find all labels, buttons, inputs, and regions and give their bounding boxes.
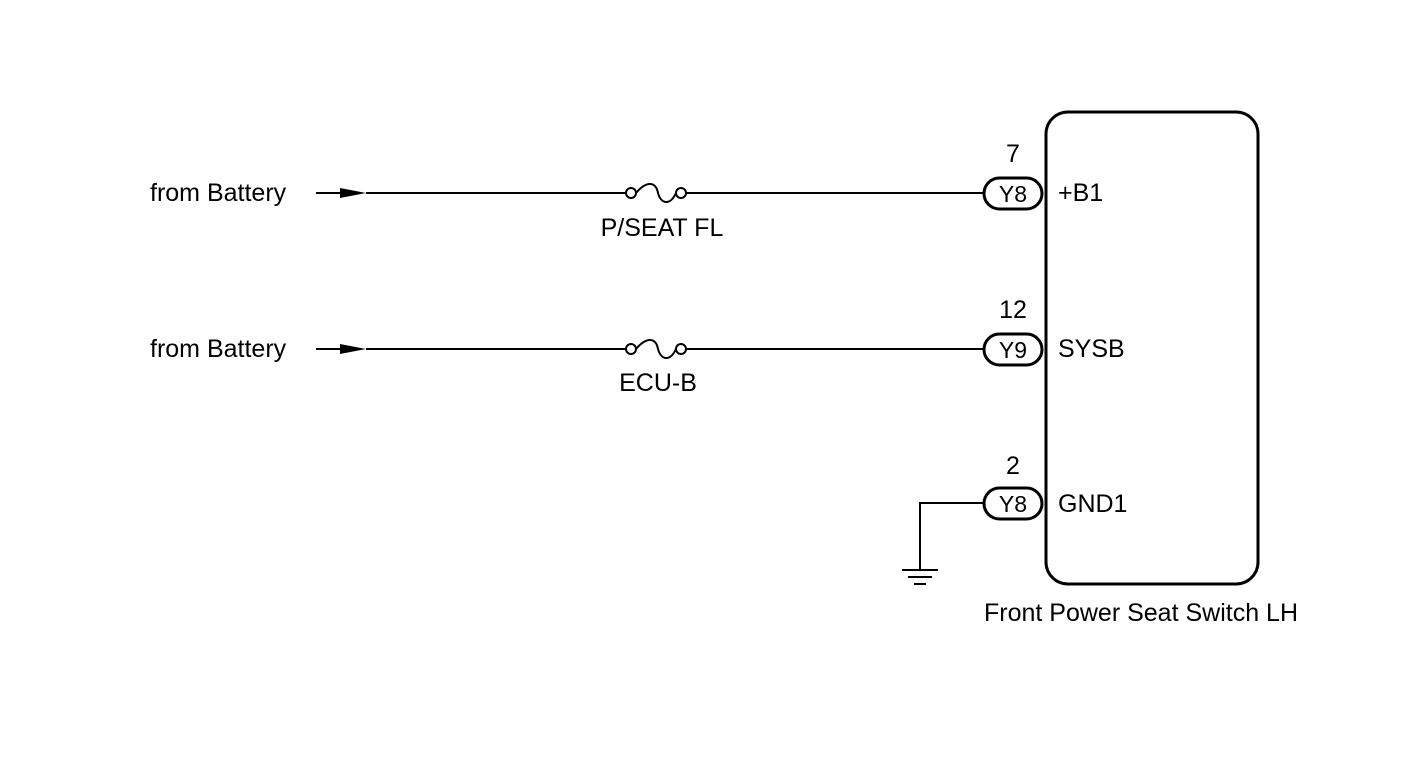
source-label-1: from Battery (150, 179, 287, 207)
source-label-2: from Battery (150, 335, 287, 363)
pin-number-3: 2 (1006, 452, 1020, 480)
fuse-label-1: P/SEAT FL (601, 214, 724, 242)
connector-label-1: Y8 (999, 181, 1027, 207)
terminal-label-3: GND1 (1058, 490, 1127, 518)
circuit-line-2: from Battery ECU-B 12 Y9 SYSB (150, 296, 1125, 397)
connector-icon (982, 332, 1044, 367)
pin-number-1: 7 (1006, 140, 1020, 168)
connector-label-2: Y9 (999, 337, 1027, 363)
connector-icon (982, 176, 1044, 211)
fuse-icon (625, 183, 687, 203)
connector-icon (982, 486, 1044, 521)
ground-wire (919, 502, 984, 570)
connector-label-3: Y8 (999, 491, 1027, 517)
arrow-icon (316, 188, 366, 198)
circuit-ground: 2 Y8 GND1 (902, 452, 1127, 585)
arrow-icon (316, 344, 366, 354)
component-box (1044, 110, 1260, 586)
circuit-line-1: from Battery P/SEAT FL 7 Y8 +B1 (150, 140, 1103, 242)
component-label: Front Power Seat Switch LH (984, 599, 1298, 627)
fuse-label-2: ECU-B (619, 369, 697, 397)
pin-number-2: 12 (999, 296, 1027, 324)
fuse-icon (625, 339, 687, 359)
terminal-label-2: SYSB (1058, 335, 1125, 363)
ground-icon (902, 569, 938, 585)
terminal-label-1: +B1 (1058, 179, 1103, 207)
